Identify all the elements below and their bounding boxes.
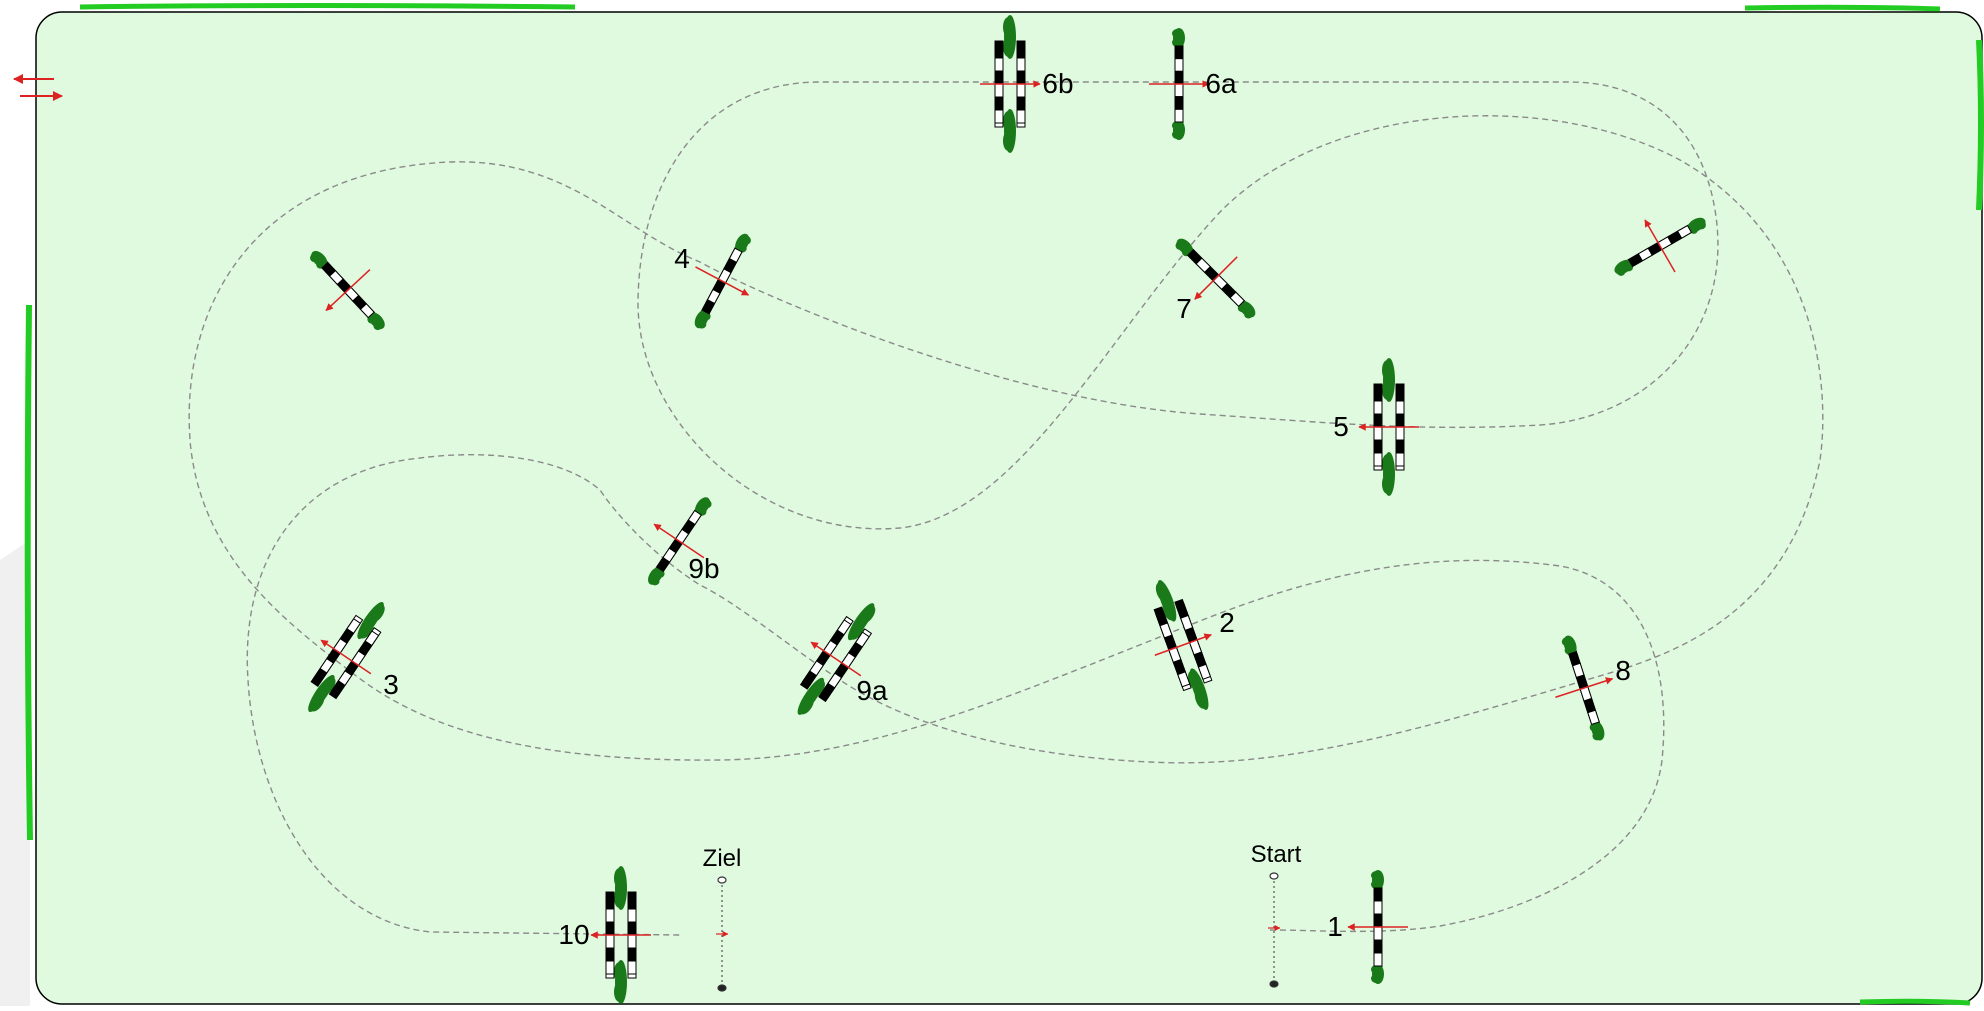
- standard-right: [735, 233, 751, 253]
- standard-right: [1237, 300, 1256, 319]
- standard-left: [1371, 870, 1384, 890]
- obstacle-number: 10: [558, 919, 589, 950]
- standard-left: [1155, 580, 1177, 622]
- standard-right: [1371, 964, 1384, 984]
- obstacle-number: 3: [383, 669, 399, 700]
- direction-arrow-icon: [1194, 256, 1238, 300]
- direction-arrow-icon: [320, 639, 372, 675]
- vertical-obstacle[interactable]: [625, 481, 733, 601]
- standard-left: [1172, 28, 1185, 48]
- standard-left: [694, 309, 711, 329]
- finish-line-label: Ziel: [703, 845, 742, 872]
- obstacle-number: 5: [1333, 411, 1349, 442]
- standard-left: [648, 566, 665, 586]
- oxer-obstacle[interactable]: [980, 15, 1041, 153]
- vertical-obstacle[interactable]: [1600, 194, 1720, 298]
- standard-left: [1561, 635, 1577, 655]
- start-finish-lines: Start Ziel: [703, 841, 1302, 992]
- outside-shade: [0, 540, 30, 1006]
- obstacle-number: 6a: [1205, 68, 1237, 99]
- direction-arrow-icon: [1154, 633, 1212, 656]
- direction-arrow-icon: [325, 268, 371, 312]
- oxer-obstacle[interactable]: [284, 586, 408, 729]
- flag-marker: [1269, 980, 1279, 988]
- hedge-top-left: [79, 3, 576, 10]
- hedge-top-right: [1744, 4, 1941, 12]
- standard-right: [357, 601, 385, 640]
- oxer-obstacle[interactable]: [590, 866, 651, 1004]
- arena-surface: [35, 11, 1983, 1005]
- vertical-obstacle[interactable]: [1538, 626, 1629, 749]
- obstacle-number: 4: [674, 243, 690, 274]
- hedges: [24, 3, 1984, 1006]
- standard-right: [1382, 452, 1395, 496]
- flag-marker: [1269, 872, 1279, 880]
- standard-right: [847, 603, 876, 641]
- obstacle-number: 7: [1176, 293, 1192, 324]
- standard-right: [1687, 217, 1706, 234]
- direction-arrow-icon: [695, 266, 750, 296]
- standard-right: [614, 960, 627, 1004]
- standard-right: [1188, 668, 1209, 710]
- course-path: [188, 81, 1824, 936]
- obstacle-number: 8: [1615, 655, 1631, 686]
- standard-right: [1172, 120, 1185, 140]
- obstacle-number: 9b: [688, 553, 719, 584]
- direction-arrow-icon: [1555, 677, 1614, 698]
- direction-arrow-icon: [653, 523, 705, 559]
- oxer-obstacle[interactable]: [1131, 570, 1235, 720]
- standard-right: [1589, 721, 1605, 741]
- obstacle-number: 6b: [1042, 68, 1073, 99]
- standard-left: [1175, 238, 1194, 257]
- vertical-obstacle[interactable]: [291, 232, 406, 349]
- oxer-obstacle[interactable]: [774, 587, 899, 732]
- direction-arrow-icon: [810, 641, 862, 677]
- vertical-obstacle[interactable]: [1347, 870, 1408, 984]
- standard-left: [797, 677, 825, 715]
- obstacle-number: 1: [1327, 911, 1343, 942]
- standard-right: [1003, 109, 1016, 153]
- obstacle-number: 2: [1219, 607, 1235, 638]
- obstacle-number: 9a: [856, 675, 888, 706]
- direction-arrow-icon: [1644, 219, 1676, 273]
- standard-left: [1003, 15, 1016, 59]
- flag-marker: [717, 876, 727, 884]
- start-line-label: Start: [1251, 841, 1302, 868]
- start-line[interactable]: Start: [1251, 841, 1302, 988]
- flag-marker: [717, 984, 727, 992]
- vertical-obstacle[interactable]: [1157, 219, 1276, 338]
- standard-left: [308, 674, 336, 713]
- obstacles: 1 2 3 4 5 6a 6b 7 8 9a 9b 10: [284, 15, 1720, 1004]
- double-arrow-icon[interactable]: [13, 74, 63, 101]
- hedge-left: [24, 304, 33, 841]
- finish-line[interactable]: Ziel: [703, 845, 742, 992]
- standard-left: [1382, 358, 1395, 402]
- oxer-obstacle[interactable]: [1358, 358, 1419, 496]
- vertical-obstacle[interactable]: [671, 220, 774, 342]
- hedge-bottom-right: [1859, 998, 1971, 1006]
- standard-left: [614, 866, 627, 910]
- vertical-obstacle[interactable]: [1149, 28, 1210, 140]
- hedge-right: [1976, 39, 1984, 211]
